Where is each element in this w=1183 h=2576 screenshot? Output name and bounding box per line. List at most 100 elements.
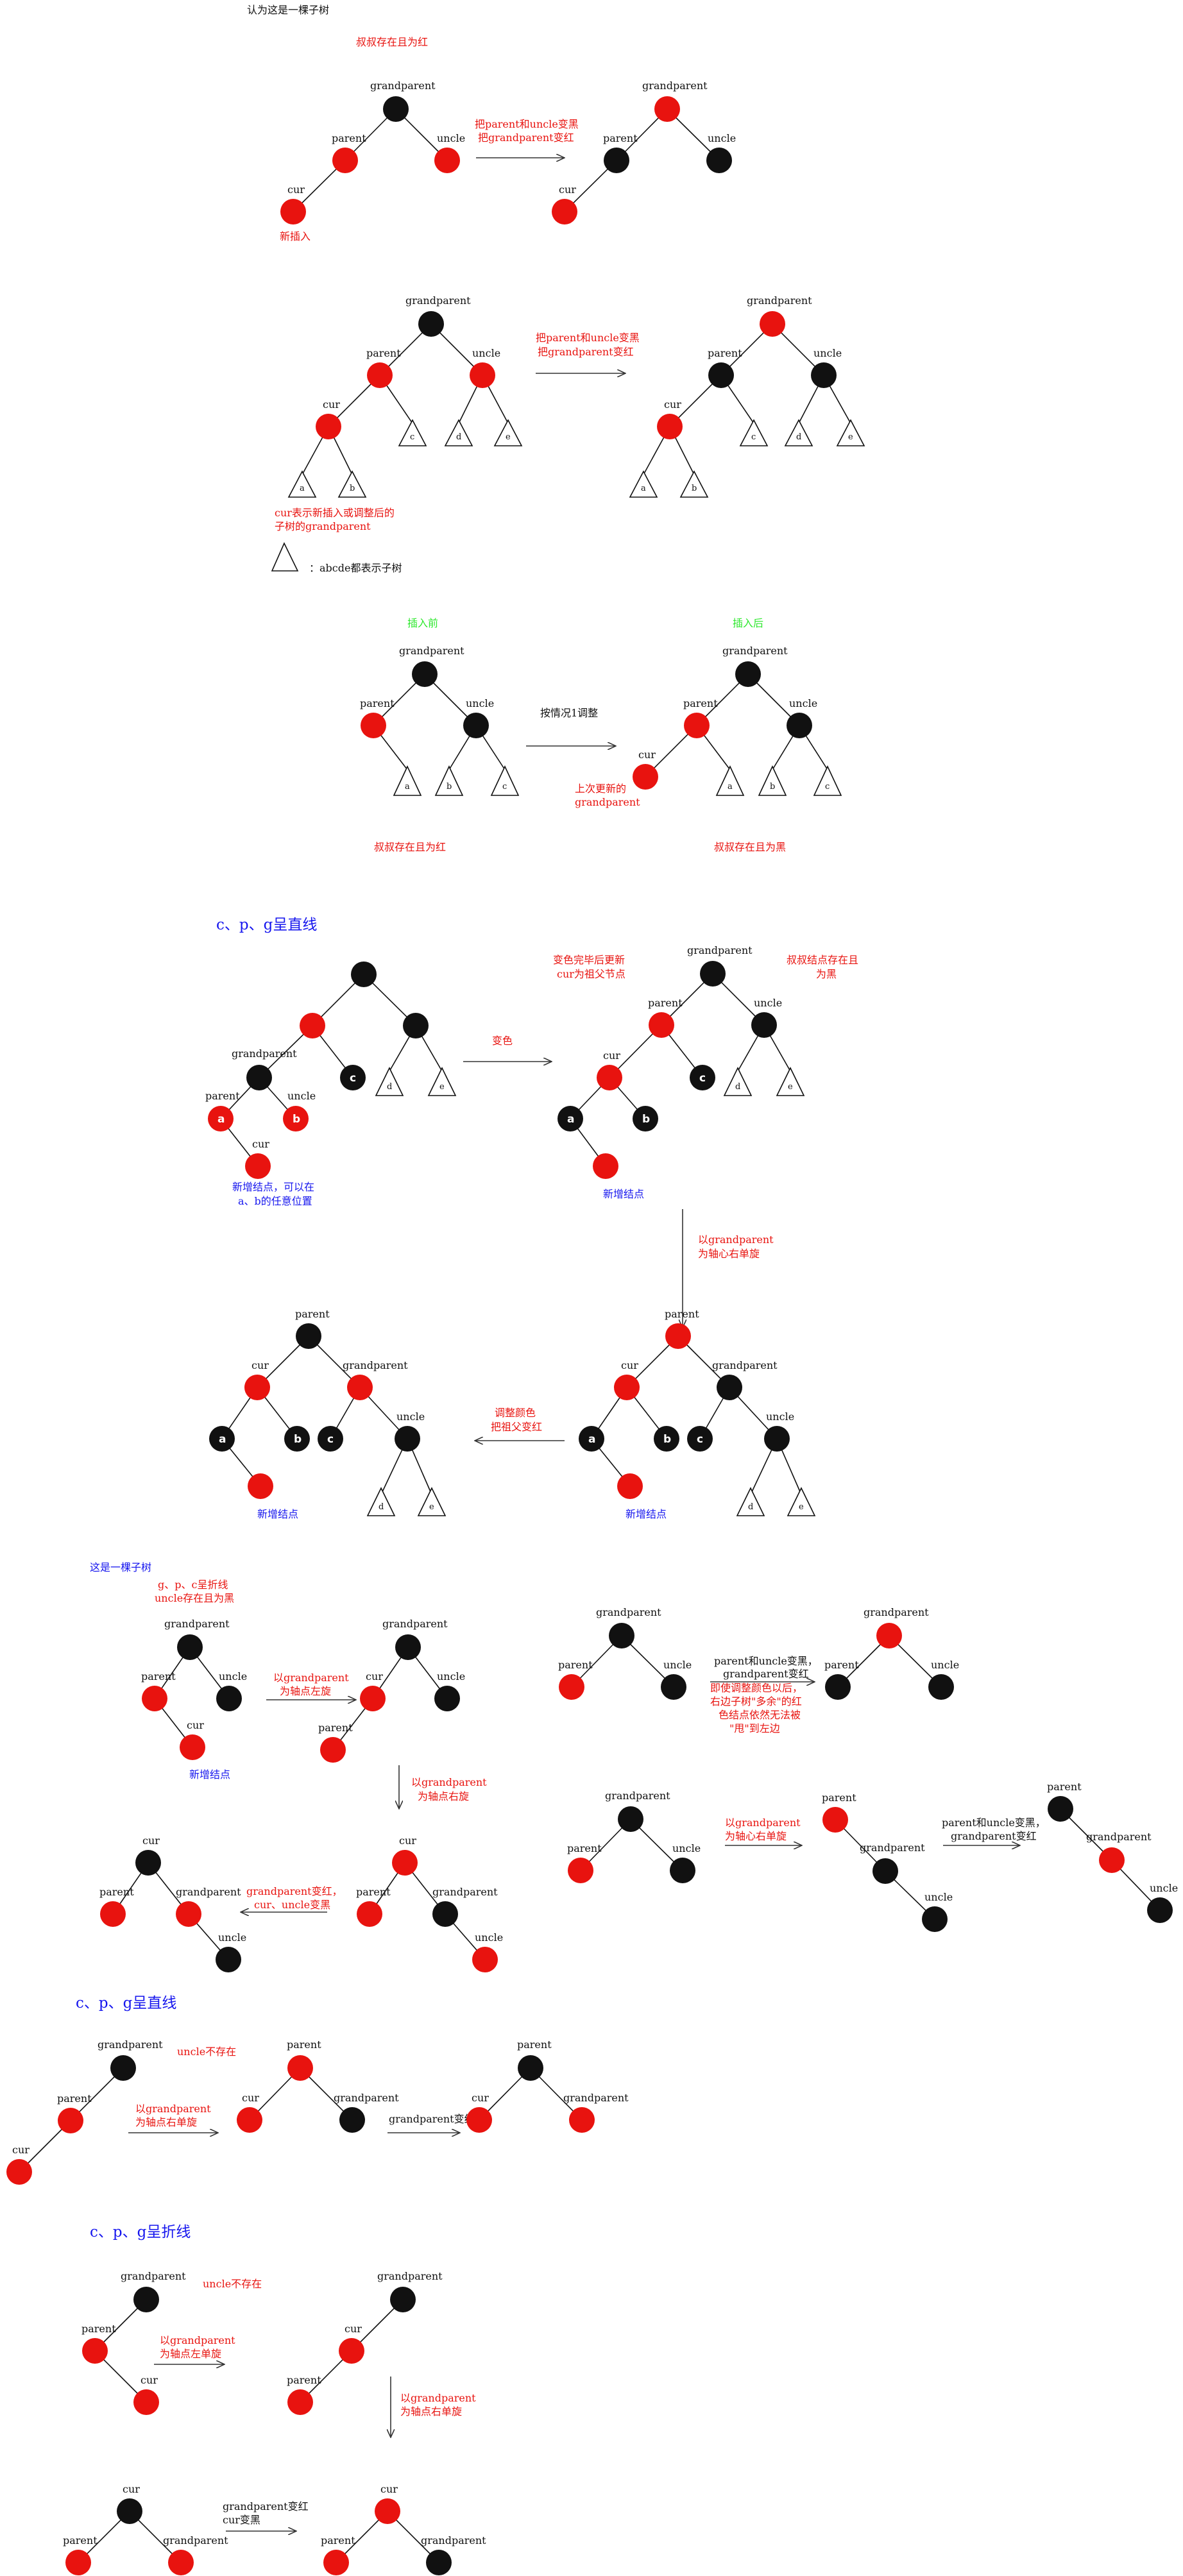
- uncle-node: [395, 1426, 420, 1452]
- subtree-triangle: [629, 470, 658, 498]
- parent-label: parent: [824, 1659, 859, 1671]
- cur-node: [180, 1734, 205, 1760]
- b-node: [633, 1106, 658, 1131]
- new-node-note: 新增结点: [626, 1508, 667, 1520]
- new-node-note: 新增结点，可以在: [232, 1181, 314, 1193]
- parent-node: [100, 1901, 126, 1927]
- warn-note: 色结点依然无法被: [719, 1709, 801, 1721]
- uncle-node: [216, 1947, 241, 1972]
- parent-label: parent: [287, 2374, 321, 2386]
- cur-label: cur: [664, 398, 681, 411]
- grandparent-label: grandparent: [232, 1047, 297, 1060]
- case-note: g、p、c呈折线: [158, 1579, 228, 1591]
- grandparent-node: [717, 1375, 742, 1400]
- a-node: [557, 1106, 583, 1131]
- uncle-label: uncle: [708, 132, 736, 144]
- subtree-label: d: [387, 1082, 392, 1092]
- before-label: 插入前: [407, 617, 438, 629]
- subtree-triangle: [758, 765, 787, 796]
- grandparent-node: [876, 1623, 902, 1648]
- grandparent-label: grandparent: [421, 2534, 486, 2546]
- cur-note: 子树的grandparent: [275, 520, 371, 532]
- uncle-label: uncle: [218, 1931, 246, 1944]
- subtree-label: a: [728, 782, 733, 792]
- case-note: 叔叔结点存在且: [787, 954, 858, 966]
- uncle-node: [670, 1858, 695, 1883]
- subtree-label: c: [410, 432, 414, 442]
- case-note: uncle不存在: [203, 2278, 262, 2290]
- subtree-label: e: [848, 432, 853, 442]
- cur-label: cur: [140, 2374, 158, 2386]
- cur-label: cur: [123, 2483, 140, 2495]
- subtree-triangle: [739, 419, 769, 446]
- section-case1-abstract: c d e a b grandparent parent uncle cur 把…: [271, 294, 865, 574]
- subtree-label: a: [405, 782, 410, 792]
- uncle-label: uncle: [924, 1891, 953, 1903]
- grandparent-node: [569, 2107, 595, 2133]
- subtree-triangle: [836, 419, 865, 446]
- c-node: [690, 1065, 715, 1090]
- case-caption: 叔叔存在且为红: [374, 841, 446, 853]
- parent-node: [518, 2055, 543, 2081]
- cur-node: [657, 414, 683, 439]
- uncle-node: [472, 1947, 498, 1972]
- parent-node: [58, 2108, 83, 2133]
- cur-label: cur: [380, 2483, 398, 2495]
- parent-node: [296, 1323, 321, 1349]
- step-note: grandparent变红: [223, 2500, 309, 2512]
- tree-node: [300, 1013, 325, 1038]
- new-node: [248, 1473, 273, 1499]
- grandparent-node: [412, 661, 438, 687]
- cur-label: cur: [287, 183, 305, 196]
- parent-node: [665, 1323, 691, 1349]
- parent-node: [320, 1737, 346, 1763]
- section-title: c、p、g呈折线: [90, 2224, 191, 2241]
- uncle-label: uncle: [663, 1659, 692, 1671]
- step-note: 把grandparent变红: [478, 131, 574, 144]
- c-node: [687, 1426, 713, 1452]
- parent-node: [684, 713, 710, 738]
- subtree-label: d: [379, 1502, 384, 1512]
- step-note: 为轴点右单旋: [135, 2116, 197, 2128]
- parent-label: parent: [318, 1722, 353, 1734]
- new-node: [593, 1153, 618, 1179]
- uncle-node: [1147, 1897, 1173, 1923]
- subtree-triangle: [490, 765, 520, 796]
- parent-node: [1048, 1796, 1073, 1822]
- section-case1-simple: 认为这是一棵子树 叔叔存在且为红 grandparent parent uncl…: [247, 4, 736, 242]
- step-note: 为轴点左单旋: [160, 2348, 221, 2360]
- grandparent-node: [872, 1858, 898, 1884]
- step-note: 把祖父变红: [491, 1421, 542, 1433]
- subtree-triangle: [375, 1067, 404, 1096]
- cur-label: cur: [621, 1359, 638, 1371]
- parent-node: [65, 2550, 91, 2575]
- subtree-label: c: [825, 782, 830, 792]
- new-node-note: a、b的任意位置: [238, 1195, 312, 1207]
- uncle-node: [434, 1686, 460, 1711]
- grandparent-label: grandparent: [642, 80, 708, 92]
- parent-node: [287, 2055, 313, 2081]
- grandparent-label: grandparent: [399, 645, 464, 657]
- subtree-label: d: [735, 1082, 740, 1092]
- node-letter: b: [294, 1433, 302, 1446]
- grandparent-node: [133, 2287, 159, 2312]
- grandparent-label: grandparent: [98, 2038, 163, 2051]
- subtree-legend-triangle: [271, 542, 299, 572]
- cur-label: cur: [345, 2323, 362, 2335]
- uncle-label: uncle: [219, 1670, 247, 1682]
- grandparent-label: grandparent: [163, 2534, 228, 2546]
- warn-note: 即使调整颜色以后，: [710, 1682, 803, 1694]
- subtree-triangle: [776, 1067, 805, 1096]
- cur-label: cur: [472, 2092, 489, 2104]
- step-note: 以grandparent: [135, 2103, 211, 2115]
- uncle-node: [787, 713, 812, 738]
- new-node-note: 新增结点: [603, 1188, 644, 1200]
- subtree-triangle: [787, 1487, 816, 1516]
- cur-label: cur: [366, 1670, 383, 1682]
- uncle-node: [811, 362, 837, 388]
- grandparent-node: [609, 1623, 634, 1648]
- cur-label: cur: [559, 183, 576, 196]
- case-note: uncle不存在: [177, 2046, 236, 2058]
- grandparent-label: grandparent: [343, 1359, 408, 1371]
